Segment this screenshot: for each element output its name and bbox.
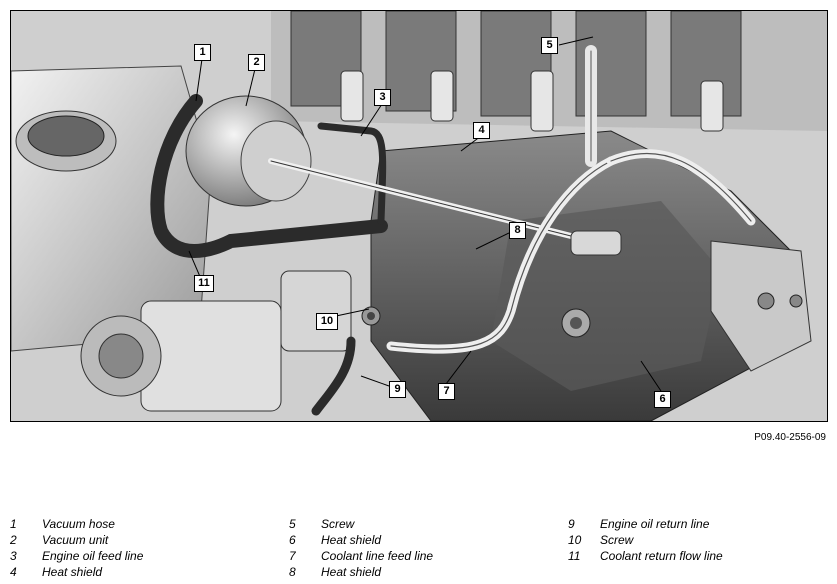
legend-item: 2 Vacuum unit <box>10 532 143 548</box>
legend-number: 9 <box>568 517 575 531</box>
legend-item: 5 Screw <box>289 516 433 532</box>
legend-label: Engine oil feed line <box>42 549 144 563</box>
legend-item: 4 Heat shield <box>10 564 143 580</box>
legend-number: 1 <box>10 517 17 531</box>
legend-label: Vacuum hose <box>42 517 115 531</box>
legend-item: 6 Heat shield <box>289 532 433 548</box>
legend-item: 7 Coolant line feed line <box>289 548 433 564</box>
legend-label: Engine oil return line <box>600 517 710 531</box>
callout-2: 2 <box>248 54 265 71</box>
callout-10: 10 <box>316 313 338 330</box>
legend-number: 10 <box>568 533 582 547</box>
legend-label: Heat shield <box>321 565 382 579</box>
legend-label: Screw <box>321 517 355 531</box>
legend-number: 8 <box>289 565 296 579</box>
legend-item: 10 Screw <box>568 532 723 548</box>
legend-label: Coolant line feed line <box>321 549 434 563</box>
legend-number: 6 <box>289 533 296 547</box>
engine-illustration: 1 2 3 4 5 6 7 8 9 10 11 <box>10 10 828 422</box>
callout-3: 3 <box>374 89 391 106</box>
legend-number: 4 <box>10 565 17 579</box>
legend-label: Vacuum unit <box>42 533 109 547</box>
callout-6: 6 <box>654 391 671 408</box>
callout-7: 7 <box>438 383 455 400</box>
figure-reference: P09.40-2556-09 <box>754 432 826 443</box>
callout-11: 11 <box>194 275 214 292</box>
legend-number: 11 <box>568 549 581 563</box>
legend-item: 8 Heat shield <box>289 564 433 580</box>
callout-4: 4 <box>473 122 490 139</box>
legend-label: Heat shield <box>42 565 103 579</box>
legend-number: 7 <box>289 549 296 563</box>
legend-number: 5 <box>289 517 296 531</box>
legend-column-3: 9 Engine oil return line 10 Screw 11 Coolan… <box>568 516 723 564</box>
legend-item: 3 Engine oil feed line <box>10 548 143 564</box>
legend-label: Screw <box>600 533 634 547</box>
legend-number: 3 <box>10 549 17 563</box>
callout-1: 1 <box>194 44 211 61</box>
callout-9: 9 <box>389 381 406 398</box>
legend-item: 1 Vacuum hose <box>10 516 143 532</box>
legend-number: 2 <box>10 533 17 547</box>
engine-drawing <box>11 11 827 421</box>
legend-column-1: 1 Vacuum hose 2 Vacuum unit 3 Engine oil fe… <box>10 516 143 580</box>
legend-item: 11 Coolant return flow line <box>568 548 723 564</box>
legend-label: Heat shield <box>321 533 382 547</box>
callout-5: 5 <box>541 37 558 54</box>
callout-8: 8 <box>509 222 526 239</box>
legend-label: Coolant return flow line <box>600 549 723 563</box>
legend-item: 9 Engine oil return line <box>568 516 723 532</box>
